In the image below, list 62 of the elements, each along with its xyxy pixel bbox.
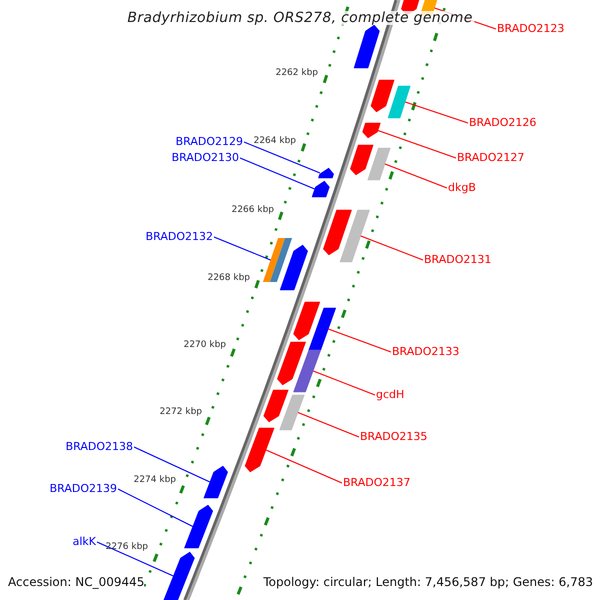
gene-label: BRADO2126 — [469, 116, 536, 130]
tick-label: 2262 kbp — [276, 67, 318, 80]
gene-label: BRADO2127 — [457, 151, 524, 165]
gene-label: dkgB — [448, 181, 476, 195]
leader-line — [134, 446, 210, 482]
accession-note: Accession: NC_009445 — [8, 575, 144, 589]
genome-summary: Topology: circular; Length: 7,456,587 bp; Genes: 6,783 — [263, 575, 593, 589]
tick-label: 2268 kbp — [208, 272, 250, 285]
gene-block — [263, 390, 289, 422]
gene-block — [308, 308, 336, 350]
gene-block — [244, 428, 274, 472]
gene-label: gcdH — [376, 388, 404, 402]
gene-block — [362, 122, 381, 138]
gene-block — [354, 24, 380, 68]
gene-label: BRADO2138 — [66, 440, 133, 454]
leader-line — [384, 164, 448, 188]
gene-label: alkK — [72, 535, 96, 549]
gene-block — [262, 238, 292, 282]
tick-label: 2276 kbp — [106, 541, 148, 554]
gene-label: BRADO2139 — [50, 482, 117, 496]
leader-line — [360, 236, 424, 260]
leader-line — [404, 102, 468, 124]
leader-line — [240, 158, 316, 190]
tick-label: 2272 kbp — [160, 406, 202, 419]
leader-line — [96, 542, 174, 576]
gene-block — [312, 180, 330, 198]
leader-line — [328, 328, 392, 352]
leader-line — [118, 488, 194, 527]
tick-label: 2266 kbp — [232, 204, 274, 217]
gene-label: BRADO2135 — [360, 430, 428, 444]
chart-title: Bradyrhizobium sp. ORS278, complete genome — [125, 11, 475, 25]
leader-line — [297, 412, 360, 438]
gene-label: BRADO2137 — [343, 476, 410, 490]
gene-block — [323, 210, 352, 256]
gene-label: BRADO2123 — [497, 22, 564, 36]
leader-line — [312, 370, 376, 396]
gene-label: BRADO2129 — [176, 135, 243, 149]
gene-block — [279, 394, 305, 430]
gene-block — [388, 86, 411, 118]
leader-line — [377, 130, 456, 158]
gene-block — [204, 466, 228, 498]
gene-block — [367, 148, 391, 180]
gene-block — [350, 144, 374, 176]
gene-block — [340, 210, 370, 262]
gene-block — [161, 552, 195, 600]
leader-line — [214, 236, 272, 260]
gene-block — [293, 350, 322, 392]
leader-line — [266, 450, 342, 484]
gene-block — [184, 504, 214, 548]
tick-label: 2264 kbp — [254, 135, 296, 148]
gene-block — [277, 342, 306, 386]
gene-block — [293, 302, 320, 340]
leader-line — [244, 142, 321, 174]
gene-block — [370, 80, 394, 112]
tick-label: 2274 kbp — [134, 474, 176, 487]
tick-label: 2270 kbp — [184, 339, 226, 352]
gene-label: BRADO2132 — [146, 230, 213, 244]
gene-label: BRADO2130 — [172, 151, 239, 165]
gene-label: BRADO2131 — [424, 253, 492, 267]
gene-label: BRADO2133 — [392, 345, 460, 359]
gene-block — [280, 244, 308, 290]
gene-block — [318, 168, 334, 178]
